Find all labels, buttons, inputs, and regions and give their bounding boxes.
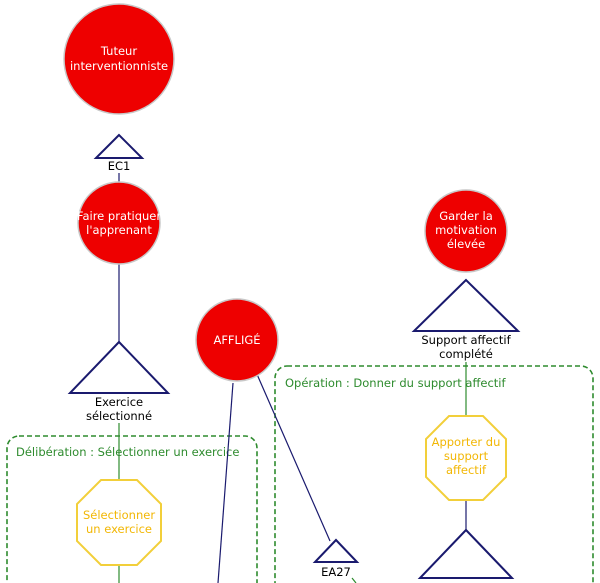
connector-afflige-left (217, 382, 234, 583)
triangle-support-line1: Support affectif (421, 333, 511, 347)
connector-afflige-ea27 (255, 371, 331, 542)
triangle-exercice-line2: sélectionné (86, 409, 152, 423)
hexagon-selectionner-line2: un exercice (86, 522, 152, 536)
triangle-ec1-label: EC1 (108, 159, 131, 173)
triangle-exercice-line1: Exercice (95, 395, 143, 409)
goal-node-tuteur-line2: interventionniste (70, 59, 168, 73)
hexagon-apporter-line1: Apporter du (432, 435, 501, 449)
hexagon-apporter-line2: support (444, 449, 489, 463)
operation-box[interactable] (274, 365, 594, 583)
triangle-support[interactable]: Support affectif complété (411, 278, 521, 361)
state-node-afflige[interactable]: AFFLIGÉ (195, 298, 279, 382)
goal-node-faire-line1: Faire pratiquer (77, 209, 161, 223)
hexagon-selectionner-line1: Sélectionner (83, 508, 155, 522)
deliberation-box-title: Délibération : Sélectionner un exercice (16, 445, 239, 459)
goal-node-garder[interactable]: Garder la motivation élevée (424, 189, 508, 273)
goal-node-garder-line1: Garder la (439, 209, 493, 223)
state-node-afflige-label: AFFLIGÉ (213, 332, 260, 347)
operation-box-title: Opération : Donner du support affectif (285, 376, 506, 390)
hexagon-apporter-line3: affectif (446, 463, 487, 477)
triangle-ea27[interactable]: EA27 (312, 538, 360, 579)
goal-node-garder-line2: motivation (435, 223, 497, 237)
goal-node-garder-line3: élevée (447, 237, 485, 251)
hexagon-apporter[interactable]: Apporter du support affectif (425, 415, 507, 501)
goal-node-faire-line2: l'apprenant (86, 223, 152, 237)
goal-node-tuteur-line1: Tuteur (100, 44, 137, 58)
triangle-ec1[interactable]: EC1 (93, 133, 145, 173)
connector-ea27-down (351, 577, 357, 583)
hexagon-selectionner[interactable]: Sélectionner un exercice (76, 479, 162, 566)
goal-node-tuteur[interactable]: Tuteur interventionniste (63, 3, 175, 115)
goal-node-faire[interactable]: Faire pratiquer l'apprenant (77, 181, 161, 265)
deliberation-box[interactable] (6, 435, 258, 583)
triangle-ea27-label: EA27 (321, 565, 351, 579)
triangle-exercice[interactable]: Exercice sélectionné (67, 340, 171, 423)
triangle-bottom-right[interactable] (417, 528, 515, 579)
triangle-support-line2: complété (439, 347, 493, 361)
